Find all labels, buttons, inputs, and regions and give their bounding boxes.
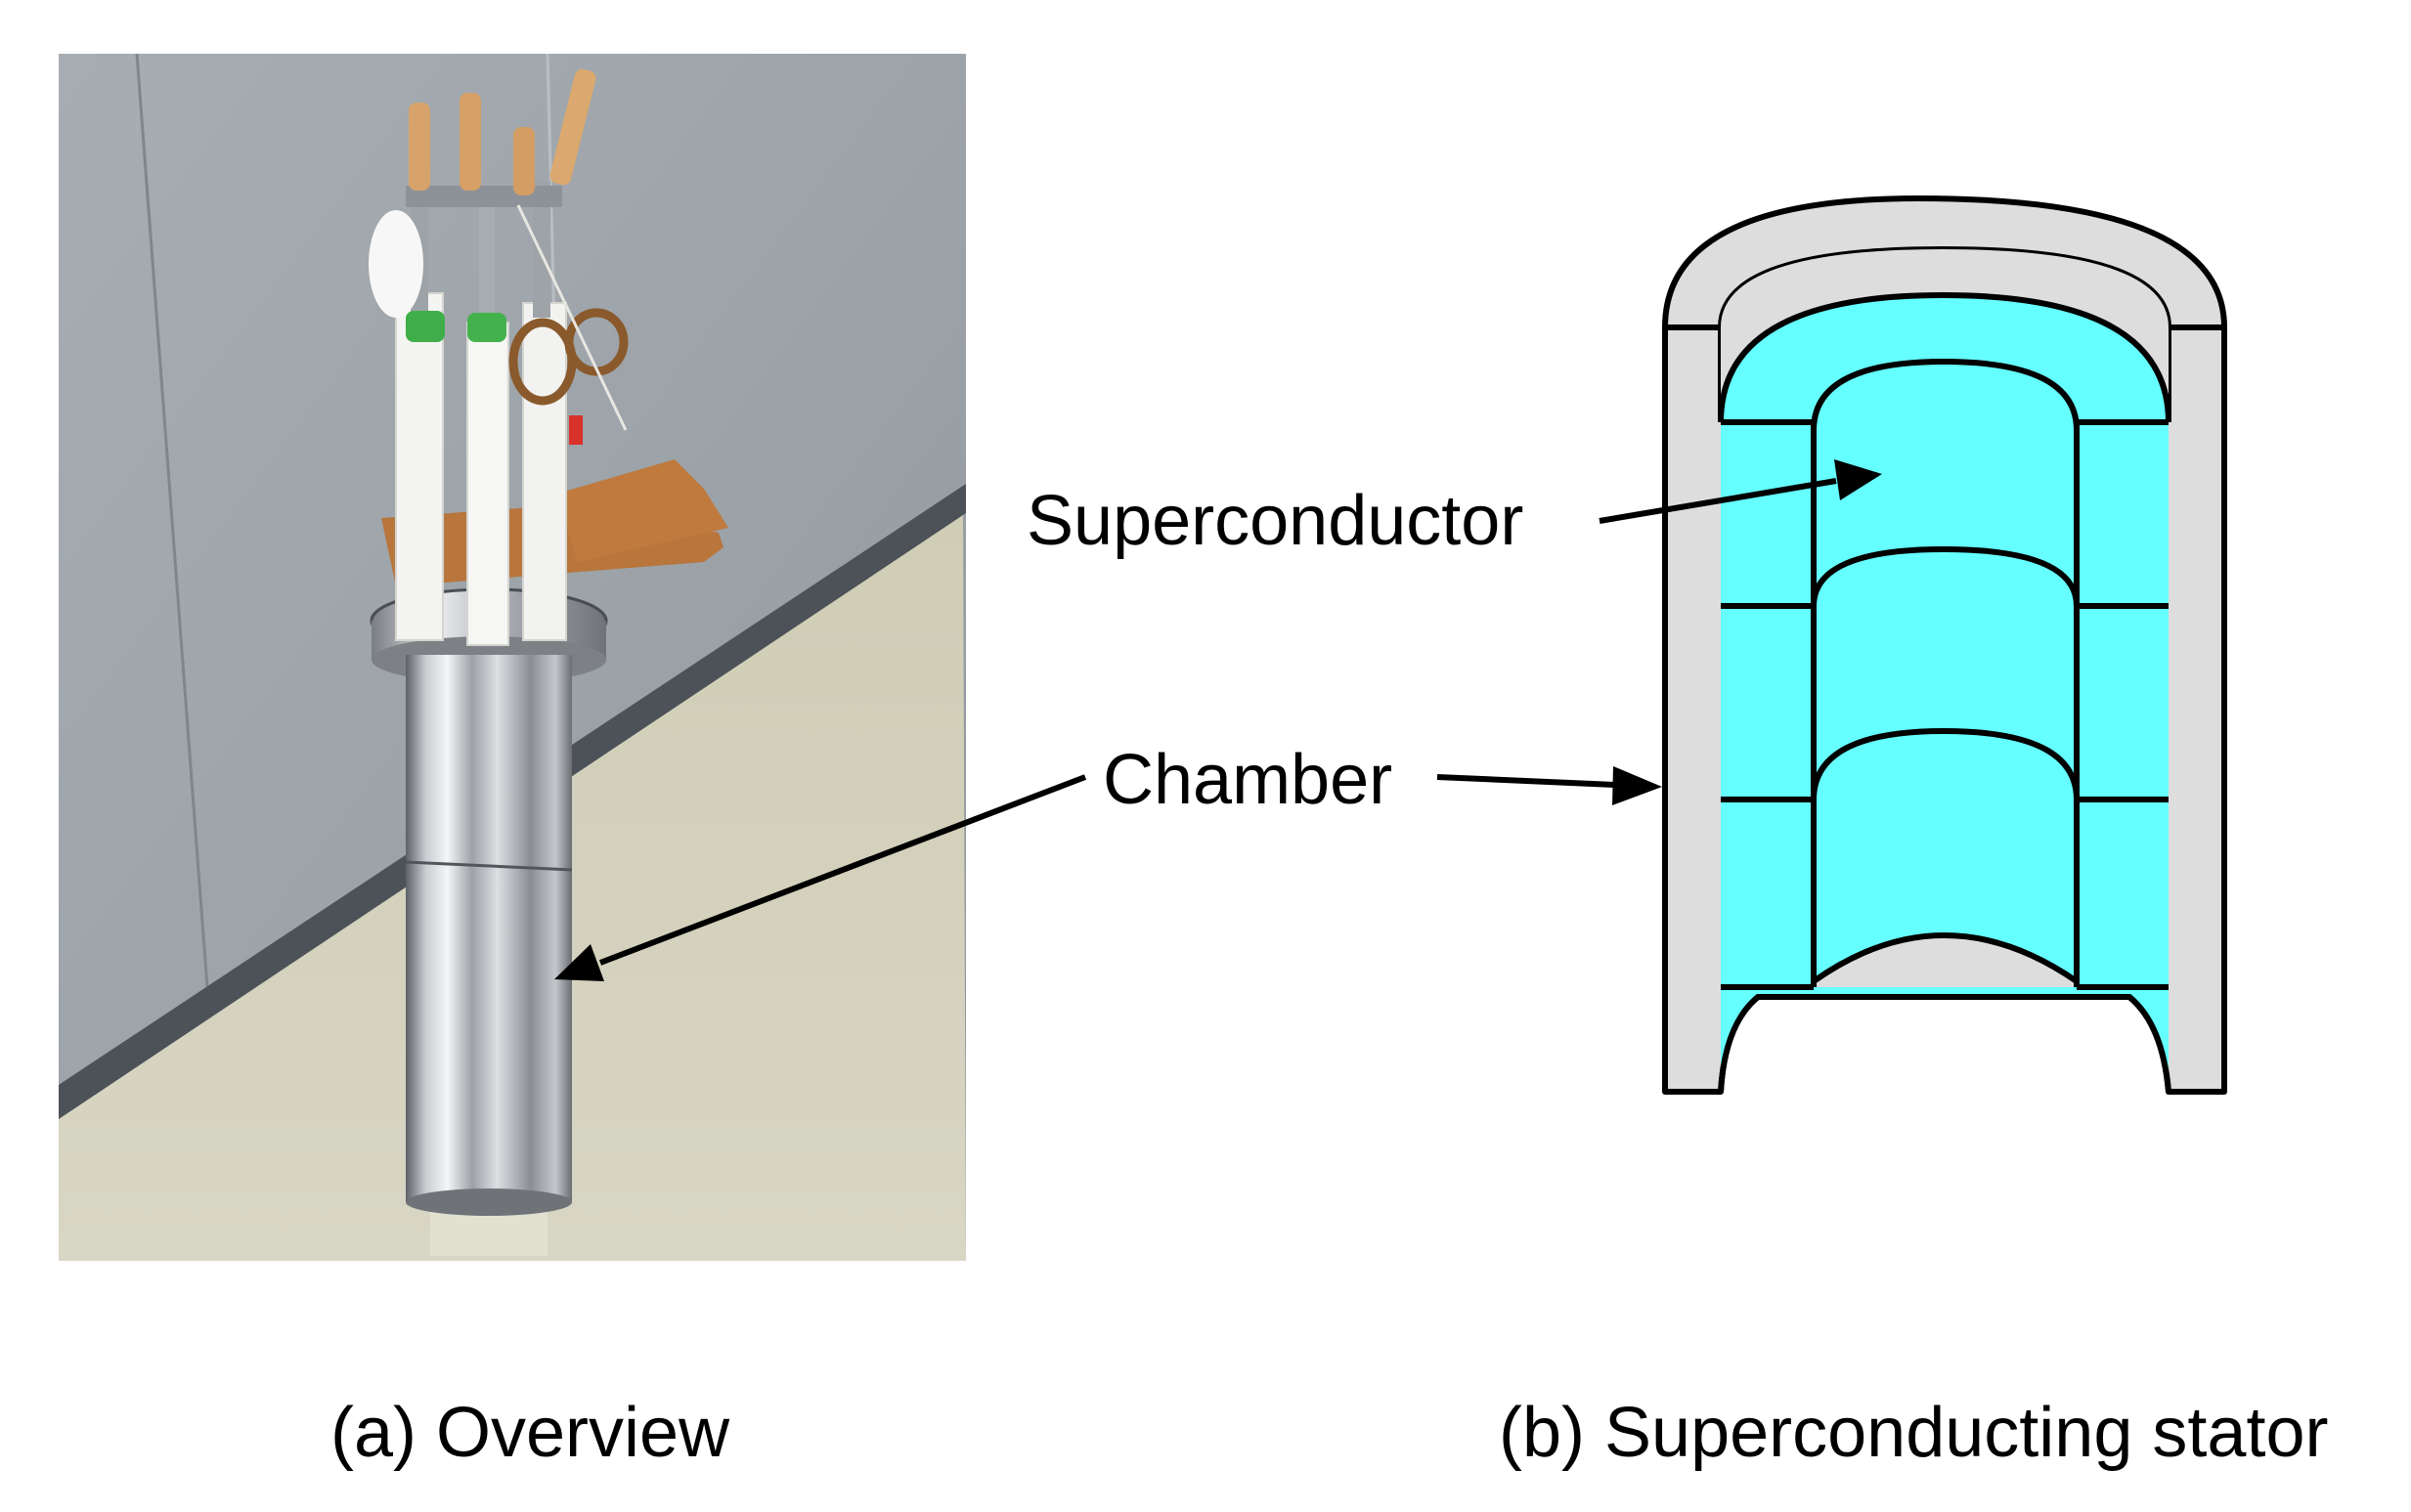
chamber-arrowhead-left [554,944,604,981]
insulated-tube [395,292,444,641]
green-foam [406,311,445,342]
insulated-tube [522,302,567,641]
stator-diagram [1662,195,2227,1095]
wire [516,204,628,431]
chamber-label: Chamber [1103,741,1392,819]
caption-b: (b) Superconducting stator [1499,1394,2328,1472]
wooden-board-front [557,459,728,562]
red-tag [569,415,583,445]
caption-a: (a) Overview [330,1394,730,1472]
cylinder-body [406,655,572,1202]
superconductor-arrowhead [1834,459,1882,500]
overview-photo [59,53,966,1261]
chamber-arrowhead-right [1612,766,1662,805]
wooden-handle [460,93,481,191]
wooden-handle [513,127,535,195]
superconductor-ring-arc [1811,727,2080,800]
chamber-bottom-arc [1718,994,2171,1093]
chamber-inner-arc-line [1718,291,2171,423]
chamber-inner-arc-fill [1721,249,2169,422]
superconductor-region [1721,295,2169,1092]
rod-top-plate [406,186,562,207]
cylinder-seam [405,860,573,872]
chamber-arrow-right [1436,774,1616,788]
insulated-tube [466,322,509,646]
wooden-handle [409,103,430,191]
chamber-arrow-left [598,774,1087,966]
green-foam [467,313,506,342]
superconductor-arrow [1599,478,1837,524]
wall-seam [135,53,212,1027]
superconductor-label: Superconductor [1027,482,1523,560]
metal-rod [533,181,550,318]
superconductor-ring-arc [1811,358,2080,431]
white-packing [369,210,423,318]
superconductor-ring-arc [1811,545,2080,607]
cylinder-bottom [406,1188,572,1216]
superconductor-ring-arc [1812,932,2079,984]
metal-rod [479,186,495,332]
wooden-handle [549,68,596,186]
